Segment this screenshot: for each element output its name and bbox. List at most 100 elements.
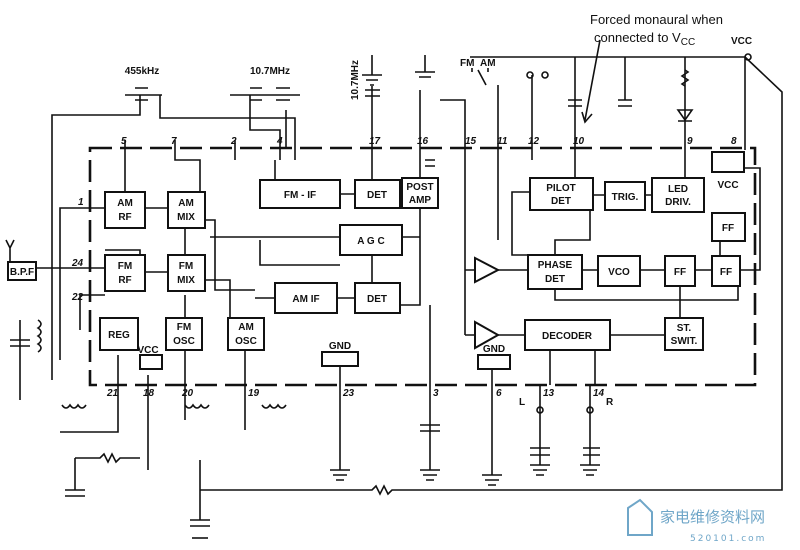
label-455khz: 455kHz [125,66,159,77]
watermark-logo-icon [627,498,653,536]
block-fm-if: FM - IF [259,179,341,209]
pin-10: 10 [573,136,585,147]
block-am-rf: AM RF [104,191,146,229]
pin-3: 3 [433,388,439,399]
pin-9: 9 [687,136,693,147]
label-10-7mhz: 10.7MHz [250,66,290,77]
pin-20: 20 [181,388,194,399]
pin-5: 5 [121,136,127,147]
pin-21: 21 [106,388,119,399]
reg-vcc-box: VCC [137,345,163,370]
pin-1: 1 [78,197,84,208]
block-led-driv-l1: LED [668,184,688,195]
block-pilot-det-l2: DET [551,196,571,207]
wiring [30,53,783,520]
watermark: 家电维修资料网 520101.com [627,498,766,544]
block-agc-label: A G C [357,236,384,247]
block-trig: TRIG. [604,181,646,211]
label-am: AM [480,58,496,69]
pin-15: 15 [465,136,477,147]
block-fm-rf-l2: RF [118,275,131,286]
gnd-23-label: GND [329,341,351,352]
pin-4: 4 [276,136,283,147]
block-ff-last: FF [711,255,741,287]
pin-19: 19 [248,388,260,399]
pin-11: 11 [497,136,508,147]
label-output-l: L [519,397,525,408]
pin-12: 12 [528,136,540,147]
pin-numbers-top: 5 7 2 4 17 16 15 11 12 10 9 8 [121,136,737,147]
gnd-23-box: GND [321,341,359,367]
label-output-r: R [606,397,614,408]
block-fm-osc: FM OSC [165,317,203,351]
block-det-fm: DET [354,179,401,209]
block-am-if-label: AM IF [292,294,319,305]
block-vco: VCO [597,255,641,287]
block-ff-mid-label: FF [674,267,686,278]
block-am-mix-l2: MIX [177,212,195,223]
label-10-7mhz-vertical: 10.7MHz [350,60,361,100]
pin-13: 13 [543,388,555,399]
block-am-osc-l2: OSC [235,336,257,347]
block-det-am: DET [354,282,401,314]
block-agc: A G C [339,224,403,256]
block-phase-det-l2: DET [545,274,565,285]
pin-2: 2 [230,136,237,147]
block-st-swit: ST. SWIT. [664,317,704,351]
block-post-amp-l2: AMP [409,195,432,206]
block-trig-label: TRIG. [612,192,639,203]
note-line-2: connected to VCC [594,30,695,48]
block-post-amp: POST AMP [401,177,439,209]
block-ff-mid: FF [664,255,696,287]
pin-8: 8 [731,136,737,147]
block-am-osc-l1: AM [238,322,254,333]
watermark-site: 520101.com [690,534,766,544]
block-am-osc: AM OSC [227,317,265,351]
note-line-2-prefix: connected to V [594,30,681,45]
block-ff-last-label: FF [720,267,732,278]
pin-numbers-left: 1 24 22 [71,197,84,303]
block-ff-right-label: FF [722,223,734,234]
block-vco-label: VCO [608,267,630,278]
pin-7: 7 [171,136,177,147]
block-fm-osc-l2: OSC [173,336,195,347]
block-led-driv: LED DRIV. [651,177,705,213]
gnd-6-box: GND [477,344,511,370]
block-st-swit-l1: ST. [677,323,692,334]
pin-16: 16 [417,136,429,147]
block-am-mix-l1: AM [178,198,194,209]
block-am-if: AM IF [274,282,338,314]
block-det-fm-label: DET [367,190,387,201]
label-fm: FM [460,58,474,69]
block-post-amp-l1: POST [406,182,433,193]
vcc-box: VCC [711,151,745,191]
pin-6: 6 [496,388,502,399]
note-line-2-sub: CC [681,37,695,48]
block-am-mix: AM MIX [167,191,206,229]
watermark-cn: 家电维修资料网 [660,508,765,526]
pin-22: 22 [71,292,84,303]
block-st-swit-l2: SWIT. [671,336,698,347]
block-fm-mix-l2: MIX [177,275,195,286]
block-fm-mix-l1: FM [179,261,193,272]
vcc-pin18-label: VCC [137,345,158,356]
block-decoder-label: DECODER [542,331,593,342]
block-reg: REG [99,317,139,351]
label-vcc-top: VCC [731,36,752,47]
block-det-am-label: DET [367,294,387,305]
block-fm-osc-l1: FM [177,322,191,333]
pin-numbers-bottom: 21 18 20 19 23 3 6 13 14 [106,388,605,399]
block-fm-mix: FM MIX [167,254,206,292]
block-bpf-label: B.P.F [10,267,34,278]
block-decoder: DECODER [524,319,611,351]
vcc-box-label: VCC [717,180,738,191]
block-am-rf-l1: AM [117,198,133,209]
block-fm-rf-l1: FM [118,261,132,272]
pin-23: 23 [342,388,355,399]
block-led-driv-l2: DRIV. [665,197,691,208]
block-bpf: B.P.F [7,261,37,281]
block-phase-det: PHASE DET [527,254,583,290]
ic-boundary [88,146,757,387]
note-line-1: Forced monaural when [590,12,723,27]
